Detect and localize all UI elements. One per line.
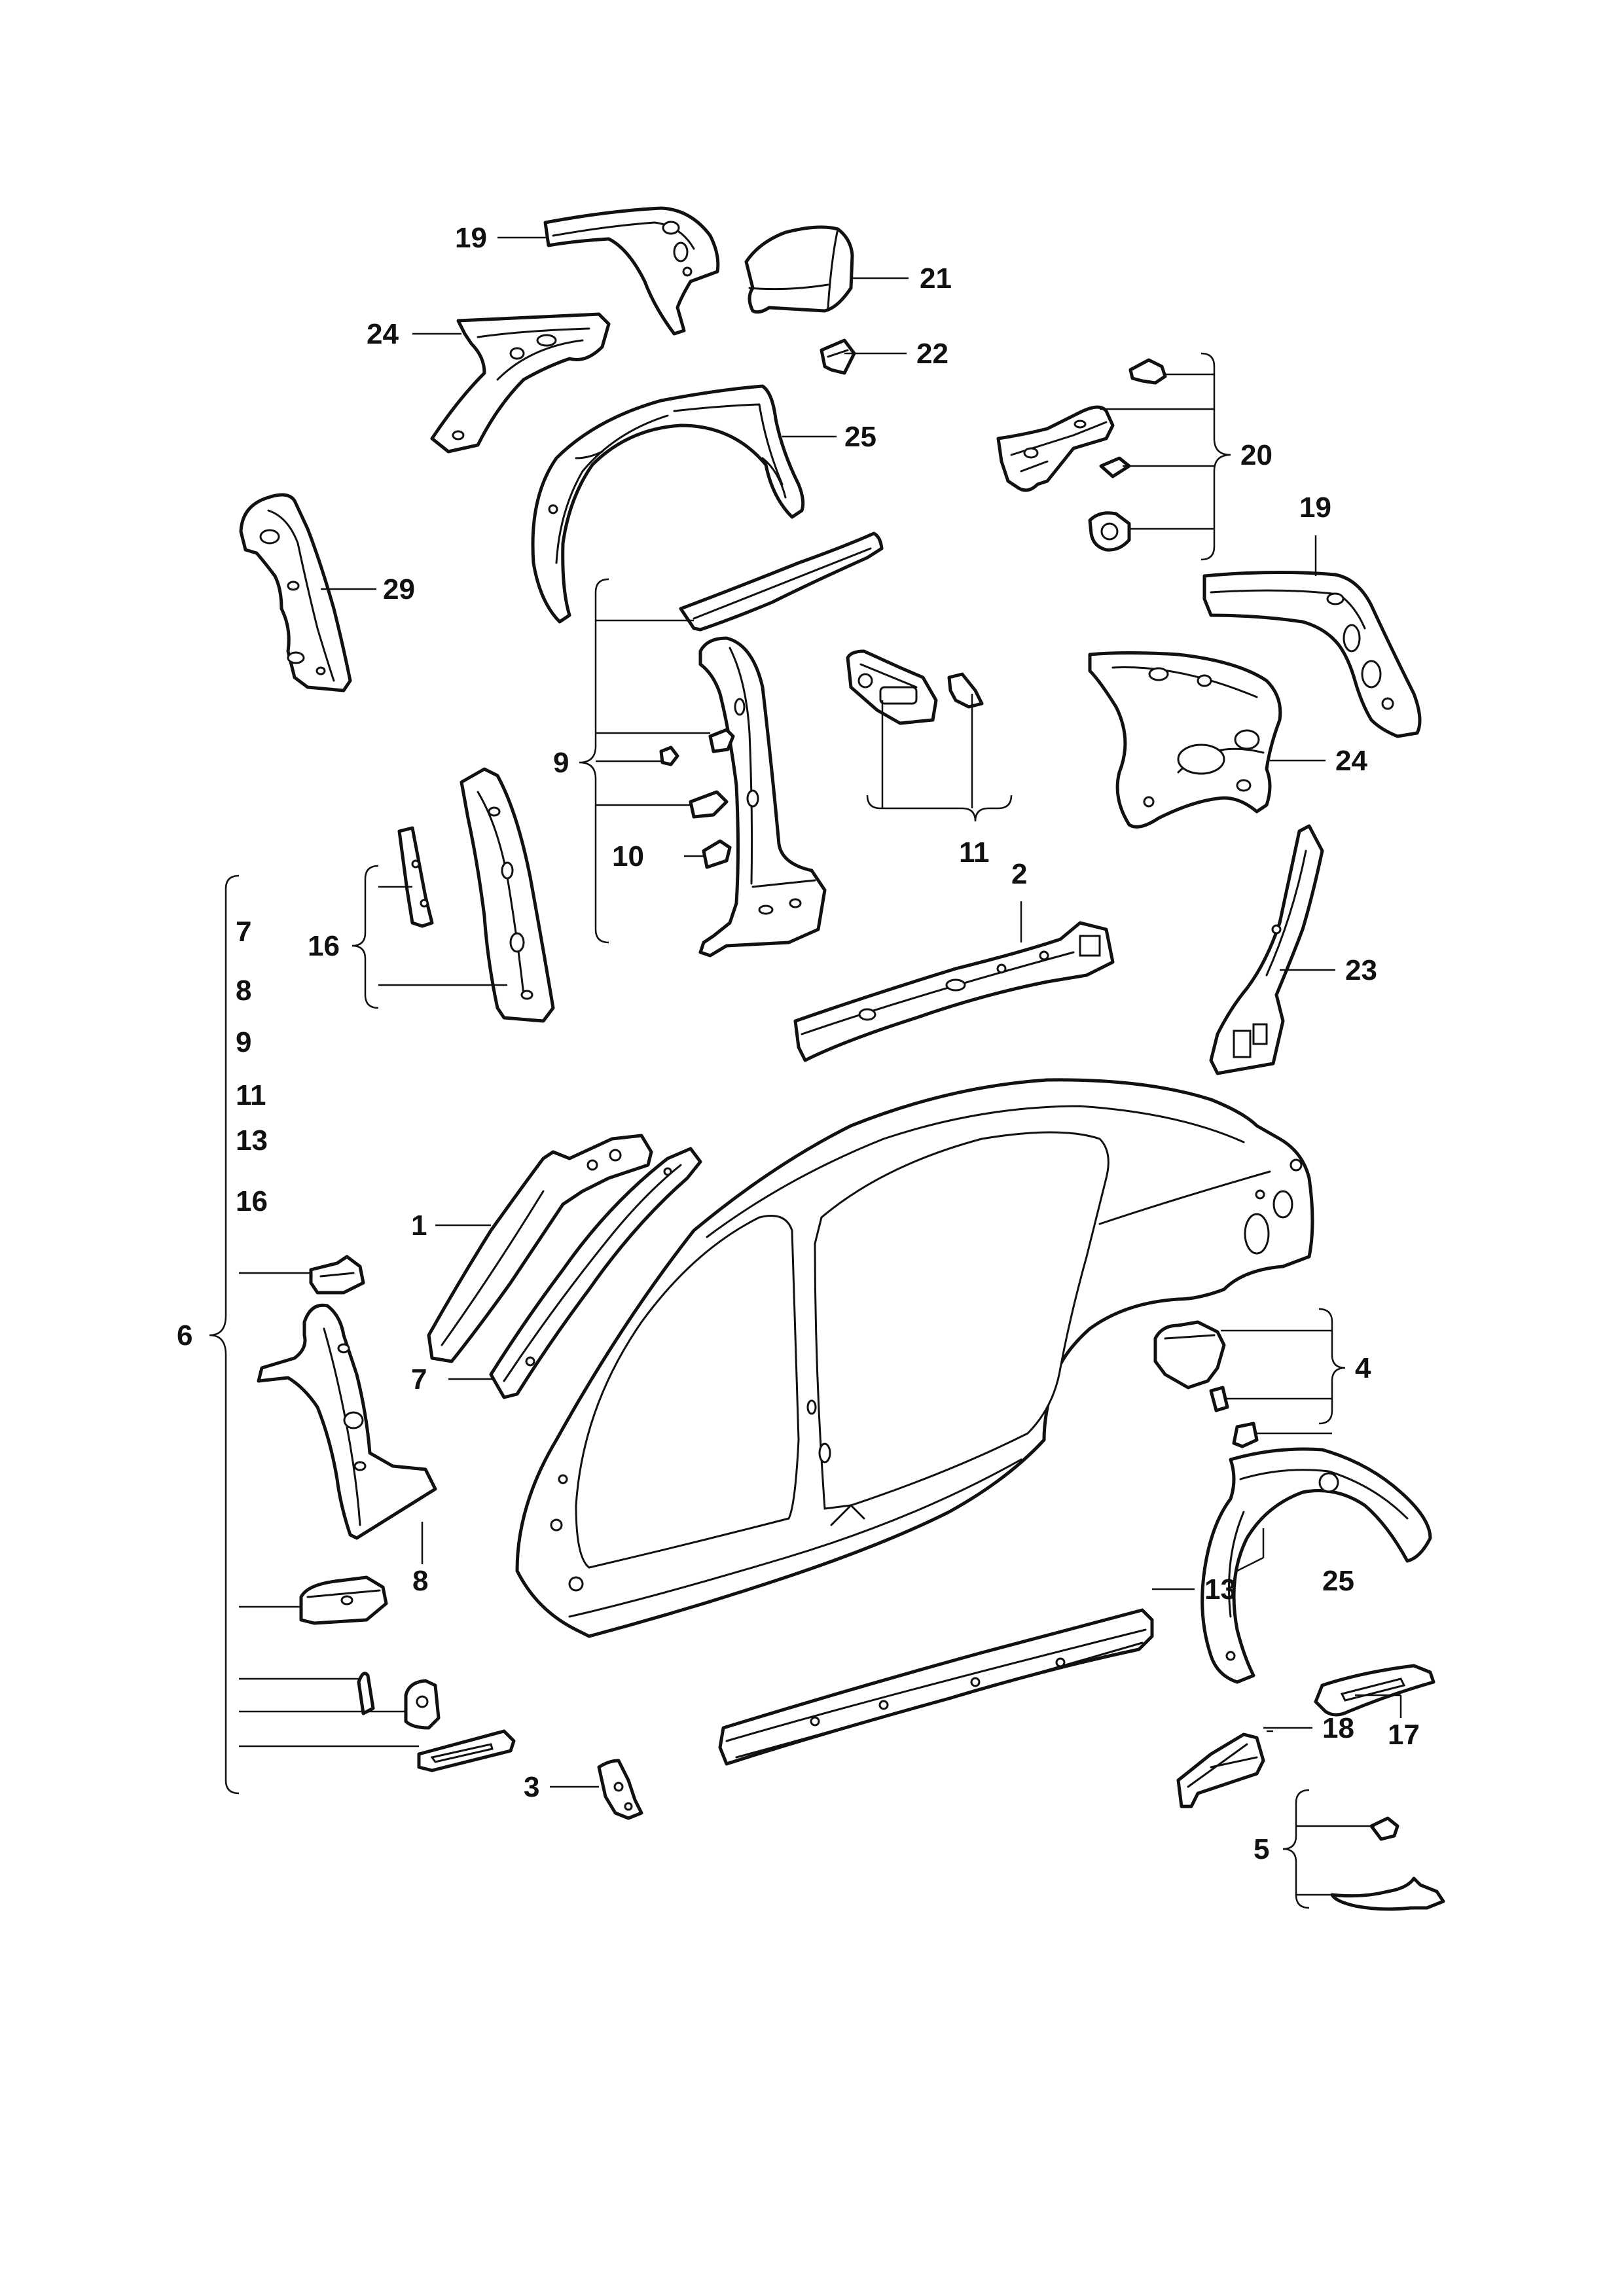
group-6-item: 8 xyxy=(236,975,251,1007)
part-19-upper-member-right xyxy=(1202,570,1422,738)
callout-16: 16 xyxy=(308,930,340,962)
callout-8: 8 xyxy=(412,1565,428,1597)
callout-25-top: 25 xyxy=(844,421,876,453)
group-6-item: 11 xyxy=(236,1079,266,1111)
group-6-member-list: 7 8 9 11 13 16 xyxy=(236,916,268,1217)
callout-22: 22 xyxy=(916,338,948,370)
part-18-bracket xyxy=(1176,1732,1265,1808)
callout-21: 21 xyxy=(920,262,952,295)
part-29-reinforcement xyxy=(239,493,352,692)
part-4-group xyxy=(1153,1320,1259,1448)
callout-4: 4 xyxy=(1355,1352,1371,1384)
group-6-item: 7 xyxy=(236,916,251,948)
callout-19-top: 19 xyxy=(455,222,487,254)
callout-6: 6 xyxy=(177,1319,192,1352)
part-25-wheel-arch-top xyxy=(531,384,805,624)
callout-2: 2 xyxy=(1011,858,1027,890)
callout-20: 20 xyxy=(1240,439,1272,471)
part-11-group xyxy=(846,649,984,725)
callout-29: 29 xyxy=(383,573,415,605)
callout-labels: 19 21 24 22 25 20 19 29 9 24 10 11 2 16 … xyxy=(177,222,1420,1865)
callout-1: 1 xyxy=(411,1210,427,1242)
part-2-member xyxy=(793,921,1115,1062)
callout-24-right: 24 xyxy=(1335,745,1367,777)
callout-10: 10 xyxy=(612,840,644,872)
group-6-item: 13 xyxy=(236,1124,268,1157)
part-5-group xyxy=(1330,1816,1445,1911)
part-16-group xyxy=(397,767,555,1023)
callout-9: 9 xyxy=(553,747,569,779)
group-braces xyxy=(209,352,1375,1909)
callout-5: 5 xyxy=(1254,1833,1269,1865)
part-24-panel-right xyxy=(1088,651,1282,829)
callout-13: 13 xyxy=(1204,1573,1236,1605)
callout-18: 18 xyxy=(1322,1712,1354,1744)
part-17-panel xyxy=(1314,1664,1435,1717)
part-19-upper-member-top xyxy=(543,206,720,336)
part-10-bracket xyxy=(702,839,732,869)
callout-23: 23 xyxy=(1345,954,1377,986)
part-23-reinforcement xyxy=(1209,824,1324,1075)
group-6-item: 16 xyxy=(236,1185,268,1217)
part-3-bracket xyxy=(597,1759,643,1820)
part-6-group xyxy=(257,1255,516,1772)
callout-19-right: 19 xyxy=(1299,492,1331,524)
callout-7: 7 xyxy=(411,1363,427,1395)
part-21-shell xyxy=(744,225,854,314)
part-7-a-pillar-inner xyxy=(489,1147,702,1399)
callout-24-top: 24 xyxy=(367,318,399,350)
leader-lines xyxy=(321,236,1402,1788)
part-13-rocker xyxy=(718,1608,1154,1766)
callout-17: 17 xyxy=(1388,1719,1420,1751)
callout-11: 11 xyxy=(959,836,990,869)
callout-25-bottom: 25 xyxy=(1322,1565,1354,1597)
part-1-a-pillar xyxy=(427,1134,653,1363)
part-20-group xyxy=(996,358,1167,552)
part-22-bracket xyxy=(820,338,856,375)
part-24-panel-top xyxy=(430,312,611,454)
group-6-item: 9 xyxy=(236,1026,251,1058)
part-9-b-pillar-group xyxy=(659,531,884,958)
body-side-outer-panel xyxy=(515,1078,1314,1638)
part-25-wheel-arch-bottom xyxy=(1200,1447,1432,1684)
callout-3: 3 xyxy=(524,1771,539,1803)
